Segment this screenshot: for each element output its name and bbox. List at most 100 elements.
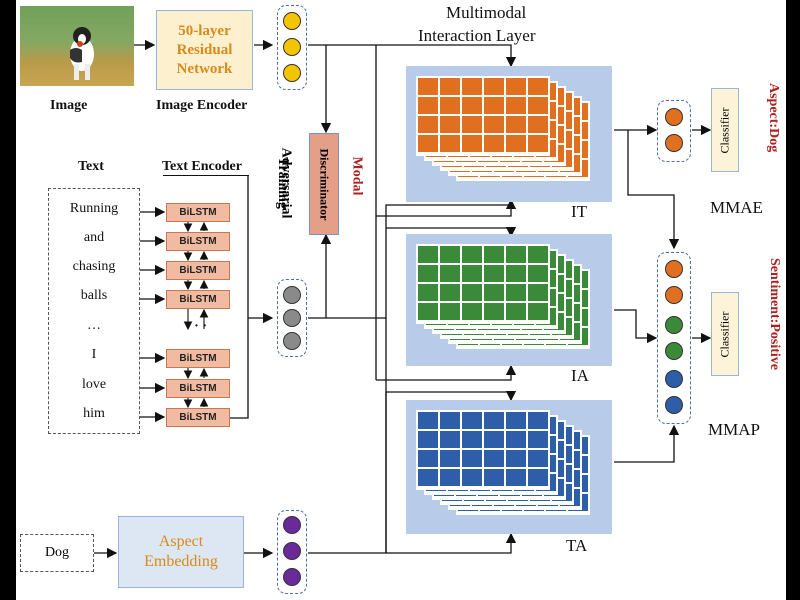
discriminator-box: Discriminator — [309, 133, 339, 235]
text-feature-node — [283, 309, 301, 327]
grid-ta-cell — [462, 450, 482, 467]
grid-ia-cell — [462, 284, 482, 301]
aspect-feature-node — [283, 516, 301, 534]
grid-ia-cell — [440, 284, 460, 301]
grid-it-cell — [462, 116, 482, 133]
grid-it-cell — [484, 78, 504, 95]
bilstm-cell: BiLSTM — [166, 232, 230, 251]
grid-ta-cell — [462, 412, 482, 429]
grid-ia-cell — [484, 265, 504, 282]
image-encoder-caption: Image Encoder — [156, 98, 248, 113]
bilstm-ellipsis: · · · — [186, 319, 208, 334]
grid-it-cell — [462, 97, 482, 114]
mmap-classifier-label: Classifier — [717, 311, 732, 357]
grid-it-cell — [440, 97, 460, 114]
grid-ta-cell — [418, 412, 438, 429]
text-word: love — [81, 377, 107, 392]
mmae-feature-node — [665, 108, 683, 126]
grid-ia-cell — [484, 303, 504, 320]
grid-ia-cell — [506, 303, 526, 320]
grid-ia-cell — [506, 246, 526, 263]
grid-it-cell — [528, 78, 548, 95]
modal-label: Modal — [349, 156, 365, 196]
grid-ia-cell — [440, 265, 460, 282]
resnet-label: 50-layer Residual Network — [176, 22, 233, 77]
discriminator-label: Discriminator — [317, 148, 332, 220]
mmap-feature-node — [665, 342, 683, 360]
grid-ia-cell — [528, 265, 548, 282]
mmap-result: Sentiment:Positive — [767, 258, 782, 370]
text-word: him — [83, 406, 105, 421]
grid-ia-cell — [440, 246, 460, 263]
training-label: Training — [274, 157, 290, 209]
mmae-feature-node — [665, 134, 683, 152]
grid-ta-cell — [440, 431, 460, 448]
bilstm-cell: BiLSTM — [166, 408, 230, 427]
text-word: chasing — [72, 259, 116, 274]
text-word: balls — [80, 288, 108, 303]
mmap-feature-node — [665, 316, 683, 334]
grid-ia-cell — [462, 246, 482, 263]
grid-label-it: IT — [571, 202, 588, 221]
grid-it-cell — [484, 116, 504, 133]
grid-ia-cell — [528, 246, 548, 263]
grid-ta-cell — [506, 469, 526, 486]
grid-it-cell — [528, 97, 548, 114]
grid-ia-layer — [416, 244, 550, 324]
aspect-input-box: Dog — [20, 534, 94, 572]
grid-ta-cell — [528, 469, 548, 486]
grid-it-cell — [484, 135, 504, 152]
grid-ta-cell — [484, 431, 504, 448]
grid-it-cell — [484, 97, 504, 114]
bilstm-cell: BiLSTM — [166, 379, 230, 398]
text-feature-node — [283, 332, 301, 350]
text-encoder-title: Text Encoder — [162, 159, 242, 174]
mmap-tag: MMAP — [708, 420, 760, 439]
grid-ia-cell — [418, 246, 438, 263]
grid-it-cell — [506, 135, 526, 152]
aspect-feature-node — [283, 542, 301, 560]
grid-it-cell — [418, 116, 438, 133]
grid-label-ta: TA — [566, 536, 588, 555]
grid-it-cell — [462, 78, 482, 95]
grid-it-cell — [506, 97, 526, 114]
grid-ia-cell — [484, 246, 504, 263]
grid-it-cell — [528, 135, 548, 152]
text-word: I — [91, 347, 97, 362]
grid-ta-cell — [506, 450, 526, 467]
mmap-feature-node — [665, 286, 683, 304]
grid-it-cell — [506, 116, 526, 133]
grid-ia-cell — [440, 303, 460, 320]
grid-ia-cell — [506, 265, 526, 282]
interaction-grids — [416, 76, 590, 515]
grid-label-ia: IA — [571, 366, 589, 385]
grid-it-cell — [528, 116, 548, 133]
aspect-embedding-label: Aspect Embedding — [144, 533, 218, 570]
connector-lines — [94, 39, 712, 559]
mmae-classifier-box: Classifier — [711, 88, 739, 172]
grid-ta-cell — [418, 431, 438, 448]
grid-ta-cell — [484, 412, 504, 429]
grid-ia-cell — [506, 284, 526, 301]
grid-ta-cell — [440, 450, 460, 467]
mmae-result: Aspect:Dog — [766, 83, 781, 153]
bilstm-cell: BiLSTM — [166, 261, 230, 280]
bilstm-cell: BiLSTM — [166, 203, 230, 222]
text-word: … — [87, 318, 101, 333]
image-feature-node — [283, 12, 301, 30]
grid-ta-cell — [462, 431, 482, 448]
mmap-classifier-box: Classifier — [711, 292, 739, 376]
aspect-feature-node — [283, 568, 301, 586]
grid-ia-cell — [528, 303, 548, 320]
grid-ta-cell — [506, 431, 526, 448]
image-feature-node — [283, 38, 301, 56]
aspect-embedding-box: Aspect Embedding — [118, 516, 244, 588]
text-encoder-bracket — [163, 175, 249, 177]
grid-ta-cell — [462, 469, 482, 486]
mmap-feature-pill — [657, 252, 691, 424]
grid-ia-cell — [418, 265, 438, 282]
grid-it-layer — [416, 76, 550, 156]
dog-photo — [20, 6, 134, 86]
